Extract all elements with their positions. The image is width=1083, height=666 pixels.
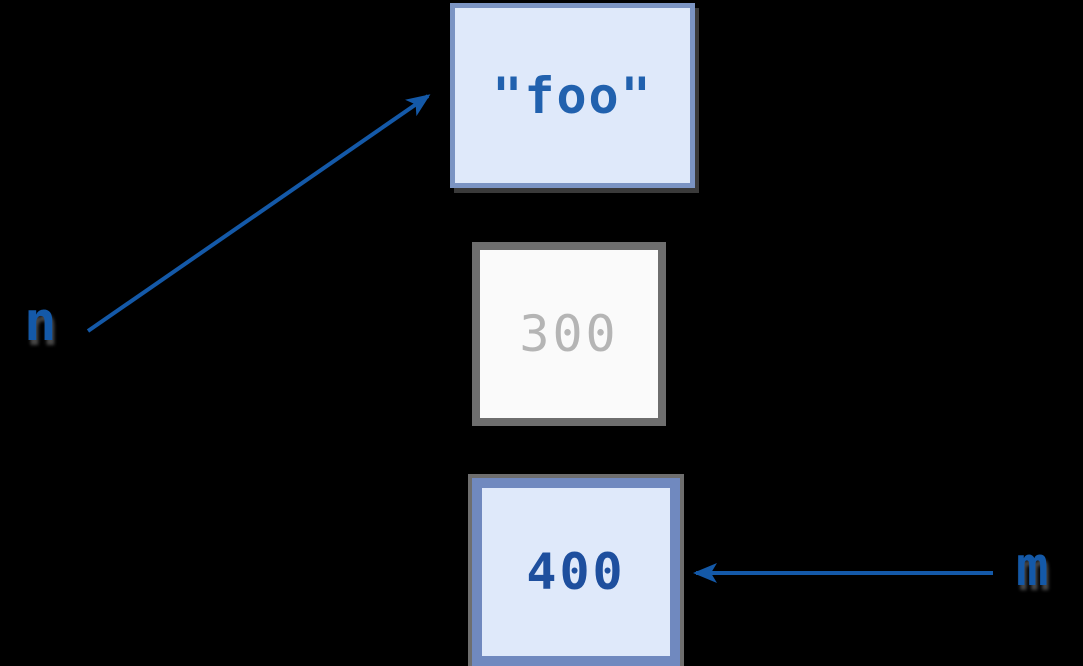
int-300-value: 300	[519, 305, 619, 363]
string-foo-box: "foo"	[450, 3, 695, 188]
string-foo-value: "foo"	[492, 66, 653, 125]
int-400-value: 400	[526, 543, 626, 601]
int-400-box: 400	[468, 474, 684, 666]
int-300-box: 300	[472, 242, 666, 426]
variable-label-n: n	[24, 290, 57, 353]
arrow-n-to-foo	[86, 94, 431, 333]
variable-label-m: m	[1016, 535, 1049, 598]
